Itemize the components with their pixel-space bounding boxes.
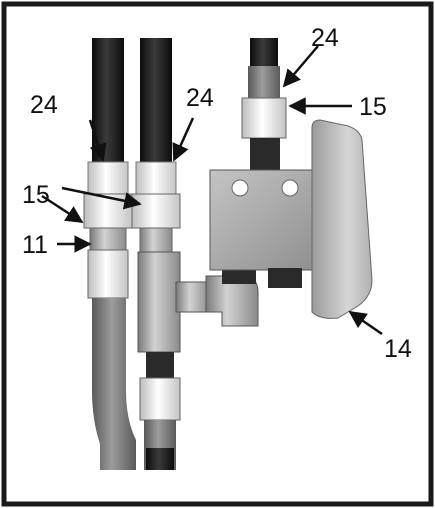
center-hose-upper: [140, 38, 172, 168]
arrow-hose-a: [88, 119, 107, 162]
center-hose-sleeve: [135, 161, 177, 197]
callout-15-left: 15: [22, 181, 50, 209]
center-lower-crimp: [139, 377, 181, 421]
left-union-fitting: [89, 227, 127, 251]
left-hose-lower: [92, 298, 136, 470]
arrow-nut-center: [61, 186, 142, 210]
right-hose-sleeve: [248, 66, 280, 100]
valve-block-body: [209, 169, 323, 271]
callout-24-center: 24: [186, 84, 214, 112]
tee-branch: [175, 281, 211, 313]
arrow-hose-b: [172, 117, 195, 162]
callout-24-right: 24: [311, 24, 339, 52]
right-adapter: [250, 138, 280, 170]
callout-15-right: 15: [359, 93, 387, 121]
left-hose-upper: [92, 38, 124, 168]
arrow-guard: [348, 310, 383, 336]
left-hex-nut: [83, 193, 133, 229]
tee-lower-nut: [146, 352, 174, 378]
mounting-hole-left: [231, 179, 249, 197]
callout-14: 14: [384, 335, 412, 363]
tee-body: [137, 251, 181, 353]
center-hex-nut: [131, 193, 181, 229]
callout-arrows: [41, 45, 383, 336]
callout-24-left: 24: [30, 91, 58, 119]
callout-11: 11: [22, 231, 48, 259]
left-hose-sleeve: [87, 161, 129, 197]
arrow-nut-left: [41, 194, 84, 224]
mounting-hole-right: [281, 179, 299, 197]
center-hose-assembly: [131, 38, 181, 253]
center-hose-lower: [146, 448, 174, 470]
guard-plate: [311, 119, 373, 319]
right-hex-nut: [241, 97, 287, 139]
left-lower-crimp: [87, 249, 129, 299]
center-union-fitting: [139, 227, 173, 253]
right-hose-upper: [250, 38, 278, 68]
right-hose-assembly: [241, 38, 287, 170]
valve-block: [209, 169, 323, 288]
arrow-hose-c: [282, 45, 319, 88]
tee-fitting: [137, 251, 259, 470]
valve-block-port: [268, 268, 302, 288]
